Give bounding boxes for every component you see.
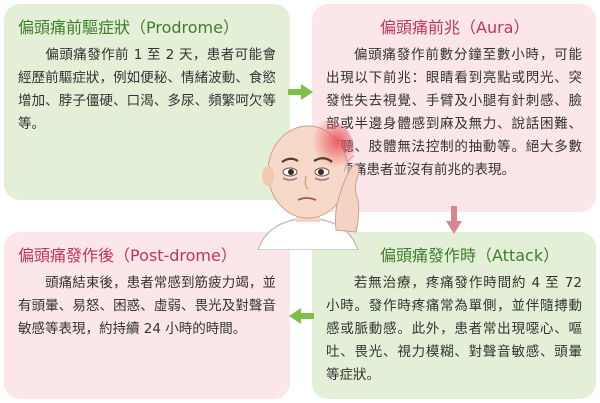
arrow-right-icon: [288, 84, 313, 100]
attack-text: 若無治療，疼痛發作時間約 4 至 72 小時。發作時疼痛常為單側，並伴隨搏動感或…: [326, 275, 582, 383]
prodrome-card: 偏頭痛前驅症狀（Prodrome） 偏頭痛發作前 1 至 2 天，患者可能會經歷…: [4, 4, 290, 200]
aura-text-block: 偏頭痛發作前數分鐘至數小時，可能出現以下前兆：眼睛看到亮點或閃光、突發性失去視覺…: [326, 44, 582, 182]
attack-title: 偏頭痛發作時（Attack）: [380, 246, 560, 265]
postdrome-card: 偏頭痛發作後（Post-drome） 頭痛結束後，患者常感到筋疲力竭，並有頭暈、…: [4, 232, 290, 399]
attack-card: 偏頭痛發作時（Attack） 若無治療，疼痛發作時間約 4 至 72 小時。發作…: [312, 232, 596, 399]
prodrome-text: 偏頭痛發作前 1 至 2 天，患者可能會經歷前驅症狀，例如便秘、情緒波動、食慾增…: [18, 47, 276, 132]
postdrome-text: 頭痛結束後，患者常感到筋疲力竭，並有頭暈、易怒、困惑、虛弱、畏光及對聲音敏感等表…: [18, 275, 276, 337]
postdrome-text-block: 頭痛結束後，患者常感到筋疲力竭，並有頭暈、易怒、困惑、虛弱、畏光及對聲音敏感等表…: [18, 272, 276, 341]
aura-card: 偏頭痛前兆（Aura） 偏頭痛發作前數分鐘至數小時，可能出現以下前兆：眼睛看到亮…: [312, 4, 596, 212]
aura-text: 偏頭痛發作前數分鐘至數小時，可能出現以下前兆：眼睛看到亮點或閃光、突發性失去視覺…: [326, 47, 582, 178]
prodrome-text-block: 偏頭痛發作前 1 至 2 天，患者可能會經歷前驅症狀，例如便秘、情緒波動、食慾增…: [18, 44, 276, 136]
aura-title: 偏頭痛前兆（Aura）: [380, 18, 530, 37]
postdrome-title: 偏頭痛發作後（Post-drome）: [18, 246, 237, 265]
prodrome-title: 偏頭痛前驅症狀（Prodrome）: [18, 18, 239, 37]
arrow-down-icon: [446, 206, 462, 234]
attack-text-block: 若無治療，疼痛發作時間約 4 至 72 小時。發作時疼痛常為單側，並伴隨搏動感或…: [326, 272, 582, 387]
headache-person-illustration: [257, 120, 360, 250]
arrow-left-icon: [289, 308, 314, 324]
